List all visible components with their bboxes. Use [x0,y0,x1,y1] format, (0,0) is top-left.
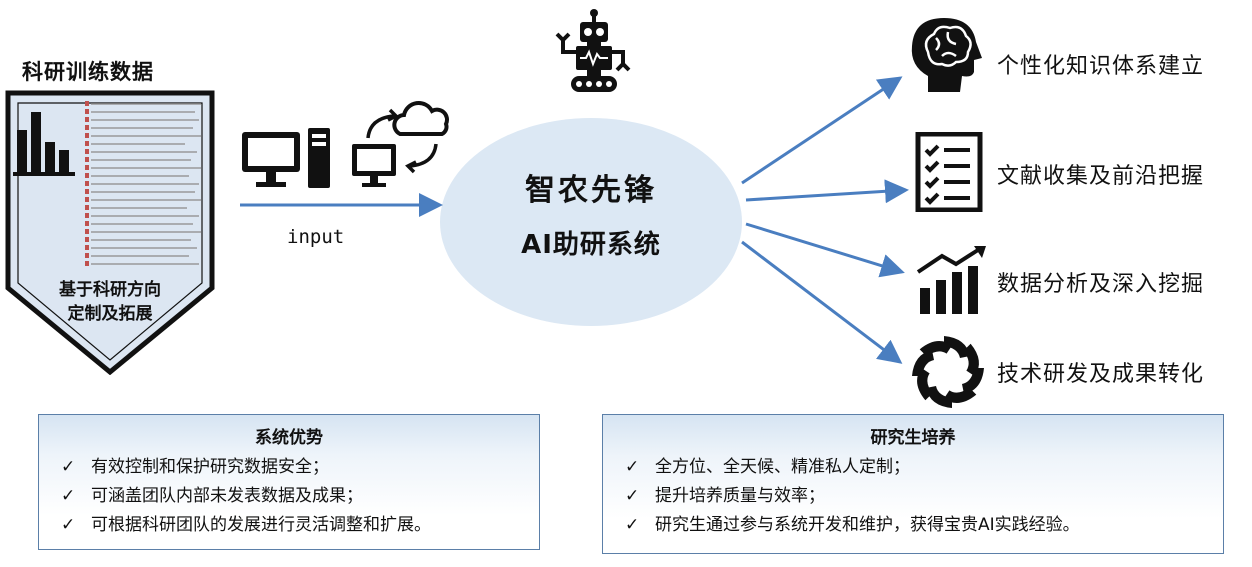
arrow-to-analysis [745,222,905,278]
robot-icon [555,9,631,92]
output-label-rnd: 技术研发及成果转化 [997,362,1205,387]
sync-arrows-icon [366,108,438,174]
arrow-to-knowledge [741,76,903,185]
check-icon: ✓ [61,486,76,506]
output-label-knowledge: 个性化知识体系建立 [997,54,1205,79]
list-item: ✓全方位、全天候、精准私人定制； [625,453,1223,482]
advantages-box: 系统优势 ✓有效控制和保护研究数据安全； ✓可涵盖团队内部未发表数据及成果； ✓… [38,414,540,550]
desktop-tower-icon [308,128,330,188]
bar-chart-icon [13,112,75,176]
pentagon-caption-line1: 基于科研方向 [59,280,161,300]
output-label-analysis: 数据分析及深入挖掘 [997,272,1205,297]
swirl-icon [912,336,984,408]
bar-chart-trend-icon [916,246,986,314]
small-monitor-icon [352,144,396,187]
advantages-title: 系统优势 [255,428,323,448]
arrow-to-literature [745,179,909,204]
list-item: ✓可根据科研团队的发展进行灵活调整和扩展。 [61,511,539,540]
output-label-literature: 文献收集及前沿把握 [997,164,1205,189]
arrow-to-rnd [741,240,903,364]
input-label: input [287,226,345,248]
list-item: ✓研究生通过参与系统开发和维护，获得宝贵AI实践经验。 [625,511,1223,540]
training-box: 研究生培养 ✓全方位、全天候、精准私人定制； ✓提升培养质量与效率； ✓研究生通… [602,414,1224,554]
checklist-icon [915,132,983,212]
system-ellipse [440,118,742,326]
training-data-pentagon [5,90,215,375]
check-icon: ✓ [61,457,76,477]
system-subtitle: AI助研系统 [521,230,661,260]
check-icon: ✓ [625,486,640,506]
system-name: 智农先锋 [525,173,657,208]
brain-head-icon [911,18,982,92]
desktop-monitor-icon [242,132,300,187]
list-item: ✓提升培养质量与效率； [625,482,1223,511]
check-icon: ✓ [625,457,640,477]
pentagon-caption-line2: 定制及拓展 [67,304,153,324]
check-icon: ✓ [625,515,640,535]
list-item: ✓有效控制和保护研究数据安全； [61,453,539,482]
training-title: 研究生培养 [870,428,956,448]
check-icon: ✓ [61,515,76,535]
computers-cloud-icon [242,100,449,188]
file-list-lines [91,103,201,265]
list-item: ✓可涵盖团队内部未发表数据及成果； [61,482,539,511]
pentagon-caption: 基于科研方向 定制及拓展 [30,278,190,326]
training-list: ✓全方位、全天候、精准私人定制； ✓提升培养质量与效率； ✓研究生通过参与系统开… [603,453,1223,540]
advantages-list: ✓有效控制和保护研究数据安全； ✓可涵盖团队内部未发表数据及成果； ✓可根据科研… [39,453,539,540]
cloud-icon [392,100,449,136]
training-data-title: 科研训练数据 [22,60,154,84]
